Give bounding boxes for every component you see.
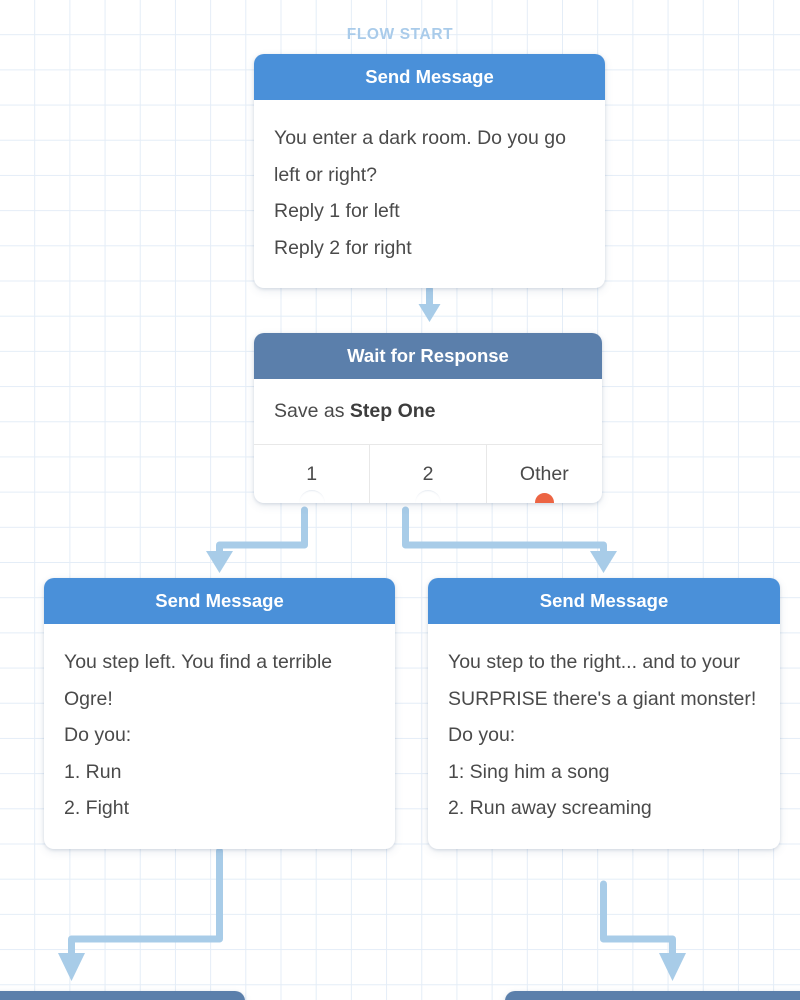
output-port-notch[interactable]	[298, 490, 325, 503]
node-header-wait-for-response: Wait for Response	[254, 333, 602, 379]
output-port-notch[interactable]	[416, 275, 443, 288]
message-line: 1: Sing him a song	[448, 760, 610, 783]
branch-port-other[interactable]: Other	[487, 445, 602, 503]
arrowhead-intro-to-wait	[418, 304, 441, 322]
save-as-row: Save as Step One	[254, 379, 602, 445]
message-line: Do you:	[448, 724, 516, 746]
node-body-send-message: You step left. You find a terrible Ogre!…	[44, 624, 395, 849]
branch-port-label: 2	[422, 462, 434, 485]
message-line: 2. Run away screaming	[448, 797, 652, 819]
node-partial-bottom-right[interactable]	[505, 991, 800, 1000]
arrowhead-port2-to-right	[590, 551, 617, 573]
message-line: You step to the right... and to your SUR…	[448, 651, 757, 710]
message-line: Reply 2 for right	[274, 236, 412, 259]
output-port-notch[interactable]	[414, 490, 441, 503]
output-port-notch[interactable]	[206, 835, 233, 849]
node-partial-bottom-left[interactable]	[0, 991, 245, 1000]
branch-port-2[interactable]: 2	[370, 445, 487, 503]
connector-port2-to-right	[402, 506, 607, 557]
node-header-send-message: Send Message	[254, 54, 605, 100]
connector-left-to-partial	[68, 847, 223, 959]
connector-port1-to-left	[216, 506, 308, 557]
node-send-message-left[interactable]: Send Message You step left. You find a t…	[44, 578, 395, 849]
output-port-notch[interactable]	[591, 835, 617, 849]
node-send-message-right[interactable]: Send Message You step to the right... an…	[428, 578, 780, 849]
node-header-send-message: Send Message	[428, 578, 780, 624]
arrowhead-right-to-partial	[659, 953, 686, 981]
branch-ports: 1 2 Other	[254, 445, 602, 503]
node-header-partial	[0, 991, 245, 1000]
message-line: 2. Fight	[64, 797, 130, 819]
branch-port-1[interactable]: 1	[254, 445, 371, 503]
unconnected-port-dot[interactable]	[534, 493, 554, 503]
connector-right-to-partial	[600, 880, 676, 959]
save-as-prefix: Save as	[274, 400, 350, 422]
node-header-partial	[505, 991, 800, 1000]
arrowhead-port1-to-left	[206, 551, 233, 573]
branch-port-label: Other	[519, 462, 569, 485]
message-line: You step left. You find a terrible Ogre!	[64, 651, 338, 710]
node-wait-for-response[interactable]: Wait for Response Save as Step One 1 2 O…	[254, 333, 602, 503]
message-line: You enter a dark room. Do you go left or…	[274, 127, 572, 186]
message-line: Reply 1 for left	[274, 200, 400, 222]
flow-start-label: FLOW START	[346, 26, 454, 43]
node-body-send-message: You step to the right... and to your SUR…	[428, 624, 780, 849]
message-line: 1. Run	[64, 760, 122, 783]
branch-port-label: 1	[306, 462, 318, 485]
node-body-send-message: You enter a dark room. Do you go left or…	[254, 100, 605, 288]
node-header-send-message: Send Message	[44, 578, 395, 624]
message-line: Do you:	[64, 724, 132, 746]
node-send-message-intro[interactable]: Send Message You enter a dark room. Do y…	[254, 54, 605, 288]
save-as-variable: Step One	[349, 400, 436, 422]
arrowhead-left-to-partial	[58, 953, 85, 981]
